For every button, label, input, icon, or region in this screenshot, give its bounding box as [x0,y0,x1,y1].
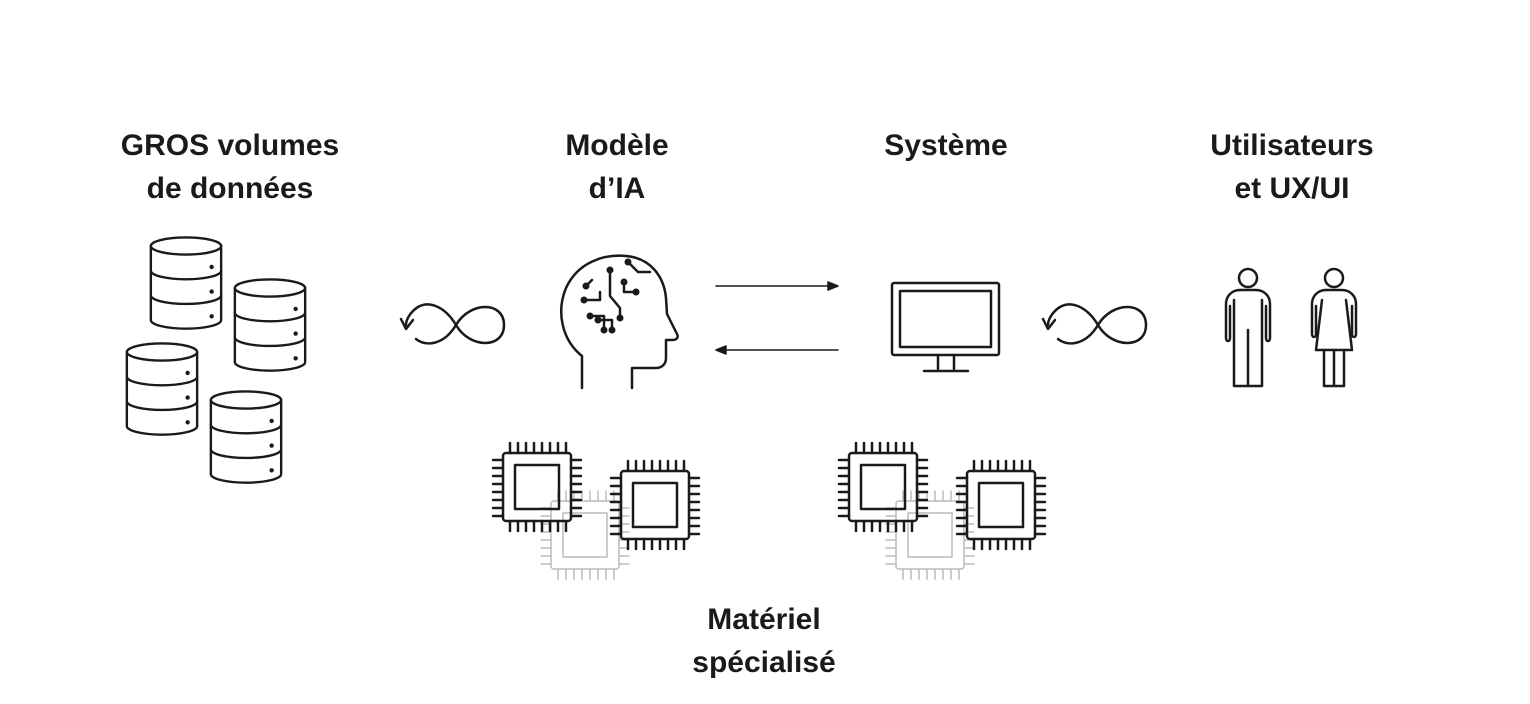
model-label: Modèle d’IA [497,124,737,210]
computer-monitor-icon [890,281,1001,373]
infinity-loop-left-icon [399,303,506,345]
database-3-icon [125,342,199,436]
processor-chip-group-left [491,441,701,581]
hardware-label-line2: spécialisé [692,646,836,679]
users-label: Utilisateurs et UX/UI [1162,124,1422,210]
system-label: Système [826,124,1066,167]
data-label: GROS volumes de données [90,124,370,210]
data-label-line1: GROS volumes [120,129,340,162]
ai-brain-head-icon [560,254,679,390]
model-label-line1: Modèle [565,129,669,162]
users-label-line1: Utilisateurs [1210,129,1374,162]
hardware-label: Matériel spécialisé [644,598,884,684]
database-2-icon [233,278,307,372]
database-4-icon [209,390,283,484]
data-label-line2: de données [146,172,314,205]
bidirectional-arrows-icon [715,281,839,355]
database-1-icon [149,236,223,330]
processor-chip-icon [609,459,701,551]
processor-chip-icon [955,459,1047,551]
processor-chip-icon [837,441,929,533]
users-label-line2: et UX/UI [1234,172,1350,205]
woman-icon [1310,267,1358,388]
man-icon [1224,267,1272,388]
processor-chip-group-right [837,441,1047,581]
hardware-label-line1: Matériel [707,603,821,636]
model-label-line2: d’IA [588,172,646,205]
database-stack-icon [125,236,307,484]
man-woman-icon [1224,267,1358,388]
processor-chip-icon [491,441,583,533]
infinity-loop-right-icon [1041,303,1148,345]
system-label-line1: Système [884,129,1008,162]
